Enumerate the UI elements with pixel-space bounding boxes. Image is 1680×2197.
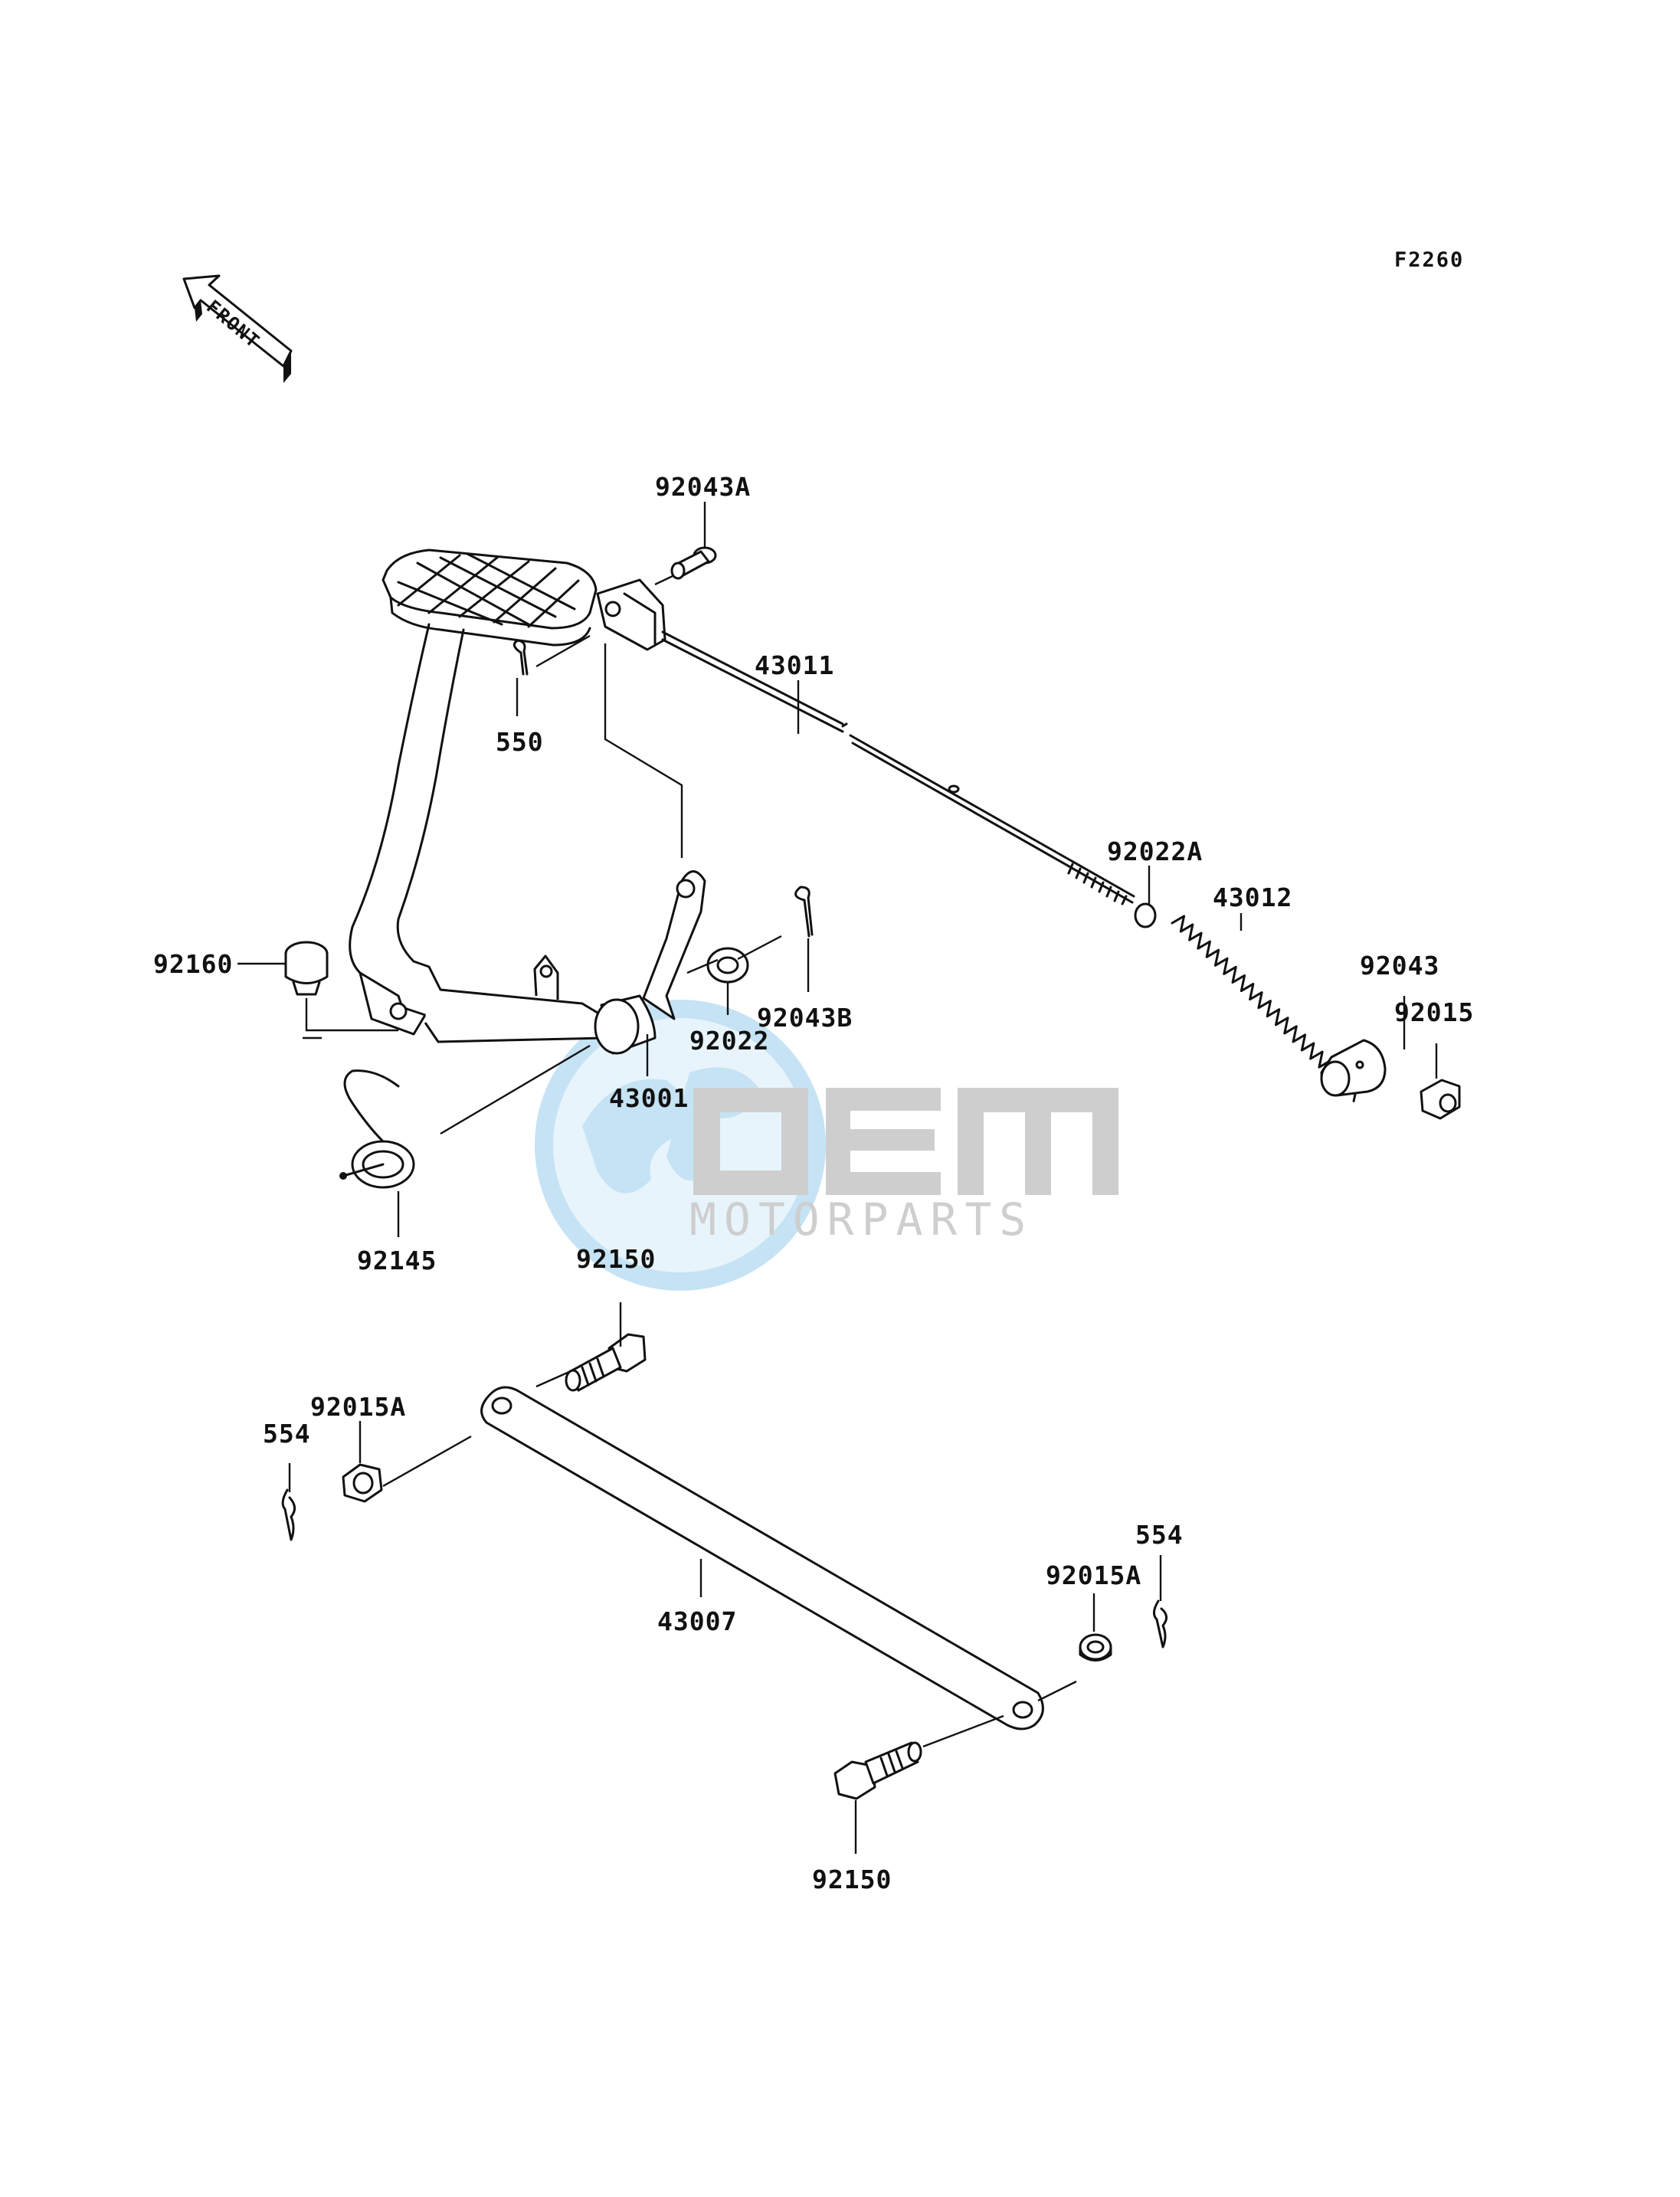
leader-lines [237,502,1438,1854]
brake-rod-43011 [596,578,1135,905]
clevis-pin-92043A [670,546,717,580]
label-92043B: 92043B [757,1003,853,1033]
globe-continent-icon [582,1079,687,1193]
r-clip-554-left [281,1488,296,1541]
joint-92043 [1320,1039,1387,1097]
link-rod-43007 [480,1386,1044,1730]
label-43007: 43007 [657,1606,737,1636]
label-92043: 92043 [1360,951,1439,981]
label-92015: 92015 [1394,997,1474,1027]
label-92043A: 92043A [655,472,751,502]
label-92015A-right: 92015A [1046,1560,1141,1590]
label-92145: 92145 [357,1246,437,1275]
part-number-labels: 92043A 43011 550 92022A 43012 92160 9204… [153,472,1474,1894]
label-92015A-left: 92015A [310,1392,406,1422]
washer-92022 [706,947,749,984]
label-92160: 92160 [153,949,233,979]
nut-92015 [1420,1079,1461,1120]
oem-watermark: MOTORPARTS [535,1000,1118,1291]
return-spring-92145 [339,1069,415,1189]
flange-nut-92015A-left [342,1463,383,1503]
bolt-92150-bottom [833,1741,922,1800]
label-43012: 43012 [1213,882,1292,912]
label-92022: 92022 [689,1026,769,1056]
cotter-pin-92043B [794,886,814,938]
flange-nut-92015A-right [1079,1633,1112,1662]
watermark-subtitle: MOTORPARTS [689,1193,1033,1246]
bolt-92150-top [565,1333,647,1392]
cotter-pin-550 [513,639,529,676]
label-43001: 43001 [609,1083,689,1113]
label-92150-bottom: 92150 [812,1865,892,1894]
diagram-code: F2260 [1394,248,1464,272]
label-92022A: 92022A [1107,837,1203,866]
label-554-right: 554 [1135,1520,1184,1550]
washer-92022A [1134,902,1157,928]
label-550: 550 [496,727,544,757]
front-arrow-icon: FRONT [182,274,293,383]
r-clip-554-right [1153,1599,1167,1649]
label-92150-top: 92150 [576,1244,656,1274]
label-43011: 43011 [755,650,834,680]
brake-pedal-43001 [349,548,706,1055]
oem-logo-letters [693,1088,1118,1195]
stopper-92160 [284,941,329,996]
label-554-left: 554 [263,1419,311,1449]
